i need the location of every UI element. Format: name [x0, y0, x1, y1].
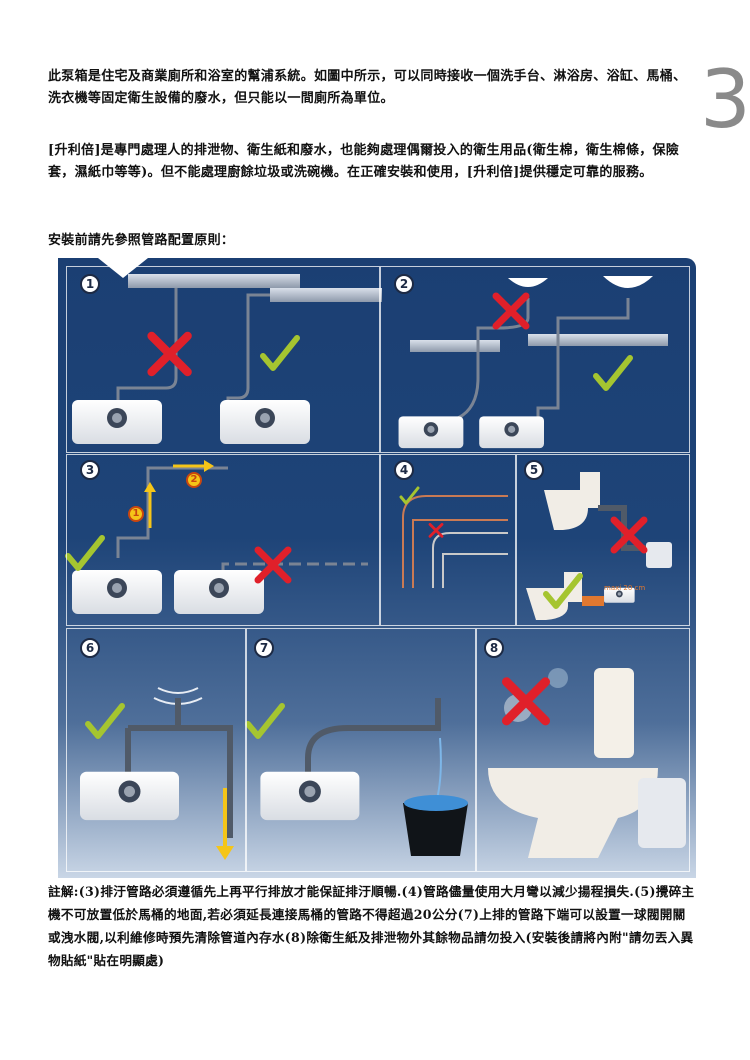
panel-5-frame: [516, 454, 690, 626]
panel-3-number: 3: [80, 460, 100, 480]
panel-4-bend-radius: [399, 486, 508, 588]
panel-6-vertical-drop: [80, 687, 234, 860]
diagram-illustrations: maxi 20 cm: [58, 258, 686, 860]
max-distance-label: maxi 20 cm: [604, 584, 645, 592]
panel-7-frame: [246, 628, 476, 872]
panel-2-frame: [380, 266, 690, 453]
panel-8-number: 8: [484, 638, 504, 658]
panel-1-frame: [66, 266, 380, 453]
panel-8-no-foreign-objects: [488, 668, 686, 858]
panel-6-frame: [66, 628, 246, 872]
panel-5-toilet-placement: maxi 20 cm: [526, 472, 672, 620]
panel-3-rise-then-horizontal: [68, 460, 368, 614]
panel-2-number: 2: [394, 274, 414, 294]
intro-paragraph: 此泵箱是住宅及商業廁所和浴室的幫浦系統。如圖中所示，可以同時接收一個洗手台、淋浴…: [48, 69, 687, 106]
panel-8-frame: [476, 628, 690, 872]
notes-paragraph: 註解:(3)排汙管路必須遵循先上再平行排放才能保証排汙順暢.(4)管路儘量使用大…: [48, 884, 695, 968]
panel-4-frame: [380, 454, 516, 626]
panel-1-pipe-layout: [72, 274, 382, 444]
panel-4-number: 4: [394, 460, 414, 480]
step-marker-1: 1: [128, 506, 144, 522]
usage-paragraph: [升利倍]是專門處理人的排泄物、衛生紙和廢水，也能夠處理偶爾投入的衛生用品(衛生…: [48, 143, 680, 180]
panel-6-number: 6: [80, 638, 100, 658]
panel-3-frame: [66, 454, 380, 626]
panel-7-drain-valve: [248, 698, 468, 856]
panel-2-sink-layout: [398, 276, 668, 449]
step-marker-2: 2: [186, 472, 202, 488]
panel-5-number: 5: [524, 460, 544, 480]
panel-1-number: 1: [80, 274, 100, 294]
page-number: 3: [700, 53, 750, 146]
section-heading: 安裝前請先參照管路配置原則：: [48, 233, 235, 248]
installation-diagram: maxi 20 cm: [58, 258, 696, 878]
panel-7-number: 7: [254, 638, 274, 658]
